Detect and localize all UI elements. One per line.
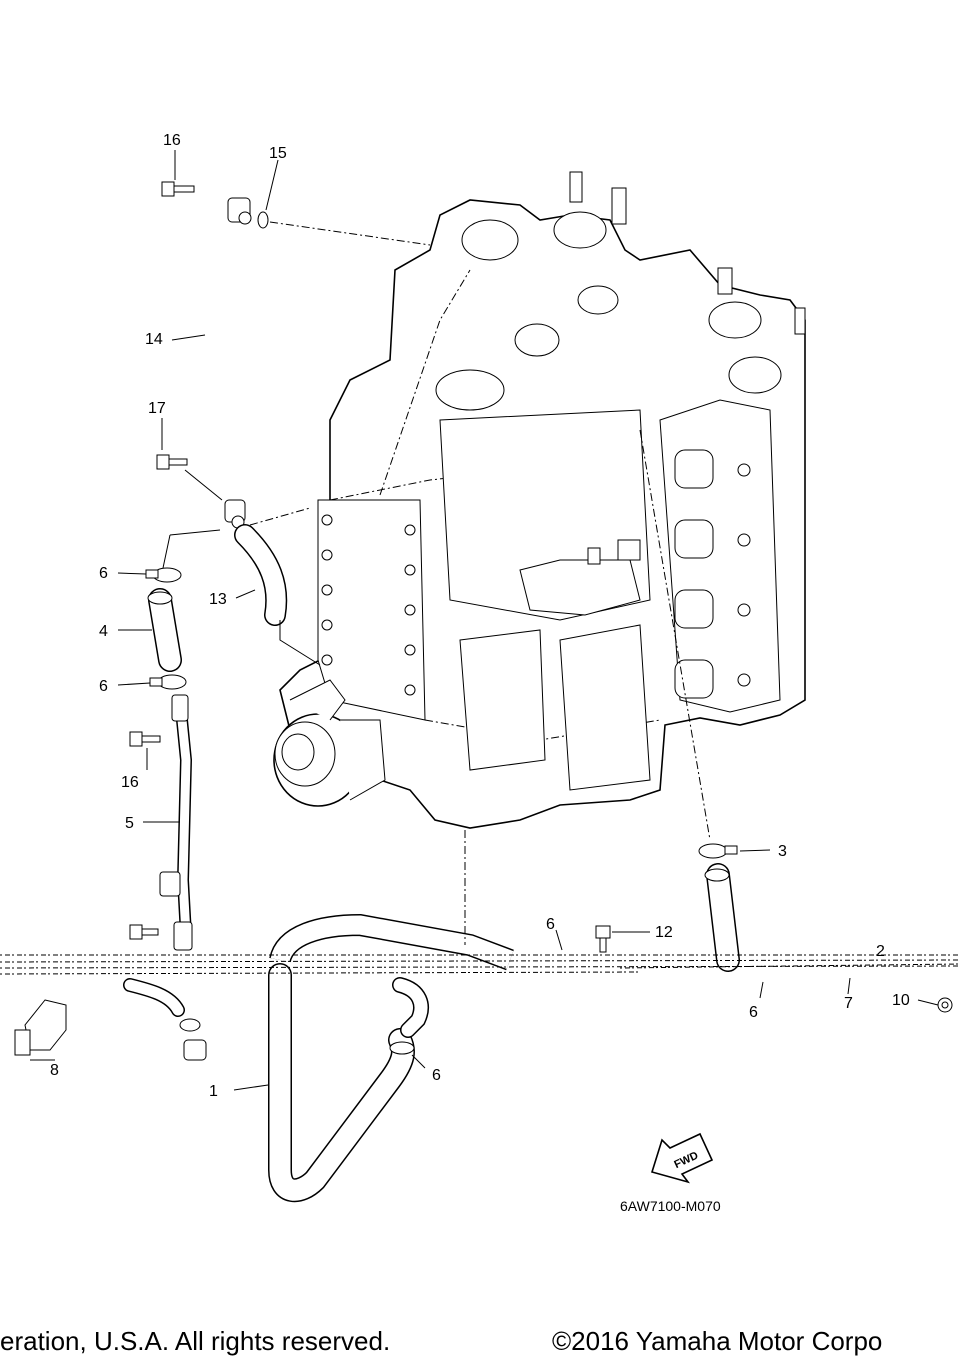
fwd-arrow-icon: FWD xyxy=(650,1132,714,1184)
callout-16-mid: 16 xyxy=(121,774,139,791)
fitting-10 xyxy=(937,997,953,1013)
hose-14 xyxy=(162,197,252,529)
callout-14: 14 xyxy=(145,331,163,348)
elbow-fitting xyxy=(389,977,429,1055)
callout-3: 3 xyxy=(778,843,787,860)
hose-right xyxy=(704,863,740,972)
callout-5: 5 xyxy=(125,815,134,832)
callout-labels: 16 15 14 17 13 6 4 6 16 5 3 6 12 2 8 1 6… xyxy=(50,132,910,1100)
engine-block xyxy=(273,171,806,829)
bolt-17 xyxy=(156,454,188,470)
callout-13: 13 xyxy=(209,591,227,608)
leader-lines xyxy=(30,150,939,1091)
clamp-6-lower xyxy=(149,674,187,690)
callout-10: 10 xyxy=(892,992,910,1009)
diagram-code: 6AW7100-M070 xyxy=(620,1198,721,1214)
footer-copyright-left: eration, U.S.A. All rights reserved. xyxy=(0,1326,391,1356)
o-ring-15 xyxy=(257,211,269,229)
callout-6-d: 6 xyxy=(432,1067,441,1084)
bolt-12 xyxy=(595,925,611,953)
clamp-6-upper xyxy=(145,567,182,583)
clamp-3 xyxy=(698,843,738,859)
callout-6-a: 6 xyxy=(99,565,108,582)
callout-16-top: 16 xyxy=(163,132,181,149)
callout-6-c: 6 xyxy=(546,916,555,933)
callout-7: 7 xyxy=(844,995,853,1012)
callout-4: 4 xyxy=(99,623,108,640)
hose-1 xyxy=(268,913,514,1203)
callout-15: 15 xyxy=(269,145,287,162)
scan-artifact-band xyxy=(0,954,960,975)
bolt-16-mid xyxy=(129,731,161,747)
bolt-lower-left xyxy=(129,924,159,940)
callout-6-e: 6 xyxy=(749,1004,758,1021)
pipe-5 xyxy=(159,694,193,951)
bracket-8 xyxy=(14,999,67,1056)
footer-copyright-right: ©2016 Yamaha Motor Corpo xyxy=(552,1326,883,1356)
callout-2: 2 xyxy=(876,943,885,960)
left-elbow xyxy=(123,978,207,1061)
hose-13 xyxy=(234,524,288,626)
callout-6-b: 6 xyxy=(99,678,108,695)
callout-1: 1 xyxy=(209,1083,218,1100)
callout-17: 17 xyxy=(148,400,166,417)
callout-8: 8 xyxy=(50,1062,59,1079)
hose-4 xyxy=(147,588,182,672)
bolt-16-top xyxy=(161,181,195,197)
callout-12: 12 xyxy=(655,924,673,941)
